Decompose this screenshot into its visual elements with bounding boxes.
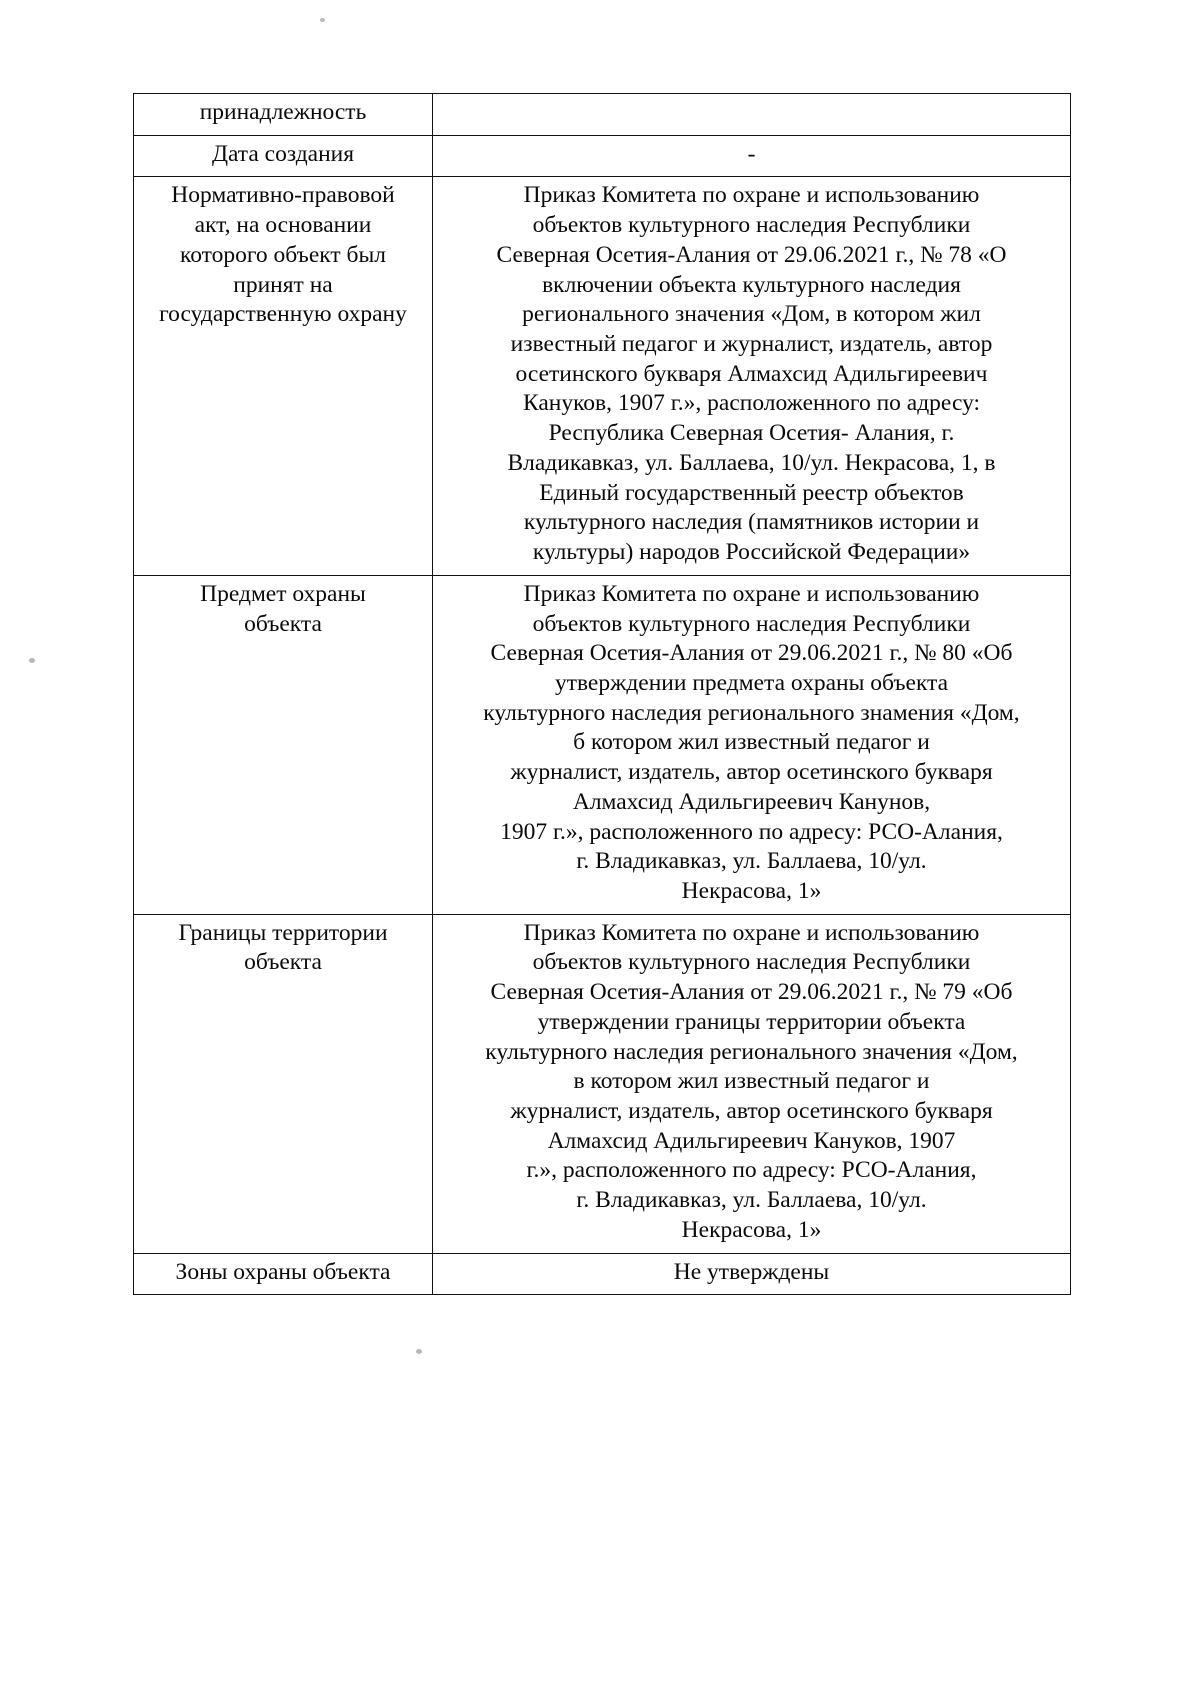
value-line: известный педагог и журналист, издатель,… <box>510 331 993 358</box>
table-row: Предмет охраны объекта Приказ Комитета п… <box>133 574 1071 915</box>
value-line: б котором жил известный педагог и <box>573 729 930 756</box>
value-line: Единый государственный реестр объектов <box>539 479 964 506</box>
value-line: 1907 г.», расположенного по адресу: РСО-… <box>500 818 1003 845</box>
value-line: Республика Северная Осетия- Алания, г. <box>548 420 955 447</box>
label-line: принят на <box>233 271 333 298</box>
value-line: включении объекта культурного наследия <box>542 271 961 298</box>
row-value-protection-subject: Приказ Комитета по охране и использовани… <box>432 574 1071 915</box>
value-line: культурного наследия регионального значе… <box>485 1038 1018 1065</box>
row-label-protection-subject: Предмет охраны объекта <box>133 574 433 915</box>
value-line: культурного наследия (памятников истории… <box>523 509 980 536</box>
value-line: Северная Осетия-Алания от 29.06.2021 г.,… <box>496 241 1007 268</box>
value-line: регионального значения «Дом, в котором ж… <box>522 301 981 328</box>
row-label-territory-borders: Границы территории объекта <box>133 913 433 1254</box>
row-value-affiliation <box>432 93 1071 136</box>
value-line: Приказ Комитета по охране и использовани… <box>523 919 980 946</box>
row-value-legal-act: Приказ Комитета по охране и использовани… <box>432 176 1071 576</box>
value-line: Северная Осетия-Алания от 29.06.2021 г.,… <box>490 640 1013 667</box>
scan-artifact-dot <box>416 1349 422 1354</box>
label-line: которого объект был <box>180 241 386 268</box>
value-lines-protection-subject: Приказ Комитета по охране и использовани… <box>439 580 1064 907</box>
value-line: г. Владикавказ, ул. Баллаева, 10/ул. <box>576 848 927 875</box>
value-line: утверждении границы территории объекта <box>537 1008 966 1035</box>
label-line: Границы территории <box>178 919 388 946</box>
value-line: в котором жил известный педагог и <box>573 1068 930 1095</box>
value-line: журналист, издатель, автор осетинского б… <box>510 759 993 786</box>
row-label-creation-date: Дата создания <box>133 134 433 178</box>
row-label-legal-act: Нормативно-правовой акт, на основании ко… <box>133 176 433 576</box>
label-line: объекта <box>244 610 322 637</box>
value-line: Некрасова, 1» <box>681 1216 822 1243</box>
value-line: Приказ Комитета по охране и использовани… <box>523 580 980 607</box>
value-line: объектов культурного наследия Республики <box>532 212 971 239</box>
value-line: осетинского букваря Алмахсид Адильгиреев… <box>515 360 988 387</box>
row-label-protection-zones: Зоны охраны объекта <box>133 1252 433 1296</box>
label-line: объекта <box>244 949 322 976</box>
value-line: утверждении предмета охраны объекта <box>554 669 949 696</box>
value-lines-legal-act: Приказ Комитета по охране и использовани… <box>439 181 1064 567</box>
value-line: Некрасова, 1» <box>681 877 822 904</box>
label-line: Нормативно-правовой <box>171 182 395 209</box>
value-line: культурного наследия регионального знаме… <box>483 699 1020 726</box>
label-line: акт, на основании <box>194 212 372 239</box>
value-line: Кануков, 1907 г.», расположенного по адр… <box>522 390 981 417</box>
value-line: объектов культурного наследия Республики <box>532 610 971 637</box>
table-row: Дата создания - <box>133 134 1071 178</box>
value-line: Приказ Комитета по охране и использовани… <box>523 182 980 209</box>
value-line: г.», расположенного по адресу: РСО-Алани… <box>526 1157 977 1184</box>
table-row: Нормативно-правовой акт, на основании ко… <box>133 176 1071 576</box>
table-row: Границы территории объекта Приказ Комите… <box>133 913 1071 1254</box>
row-value-protection-zones: Не утверждены <box>432 1252 1071 1296</box>
value-line: г. Владикавказ, ул. Баллаева, 10/ул. <box>576 1187 927 1214</box>
value-line: Северная Осетия-Алания от 29.06.2021 г.,… <box>490 979 1013 1006</box>
value-line: объектов культурного наследия Республики <box>532 949 971 976</box>
label-line: Предмет охраны <box>200 580 366 607</box>
value-line: Владикавказ, ул. Баллаева, 10/ул. Некрас… <box>507 449 996 476</box>
table-row: принадлежность <box>133 93 1071 136</box>
object-registration-table: принадлежность Дата создания - Нормативн… <box>133 93 1071 1296</box>
value-line: Алмахсид Адильгиреевич Кануков, 1907 <box>547 1127 956 1154</box>
value-line: журналист, издатель, автор осетинского б… <box>510 1098 993 1124</box>
scan-artifact-dot <box>29 658 35 663</box>
scan-artifact-dot <box>320 18 325 22</box>
row-label-affiliation: принадлежность <box>133 93 433 136</box>
value-line: Алмахсид Адильгиреевич Канунов, <box>572 788 931 815</box>
row-value-creation-date: - <box>432 134 1071 178</box>
value-lines-territory-borders: Приказ Комитета по охране и использовани… <box>439 919 1064 1246</box>
label-line: государственную охрану <box>159 301 407 328</box>
value-line: культуры) народов Российской Федерации» <box>532 539 971 566</box>
table-row: Зоны охраны объекта Не утверждены <box>133 1252 1071 1296</box>
row-value-territory-borders: Приказ Комитета по охране и использовани… <box>432 913 1071 1254</box>
